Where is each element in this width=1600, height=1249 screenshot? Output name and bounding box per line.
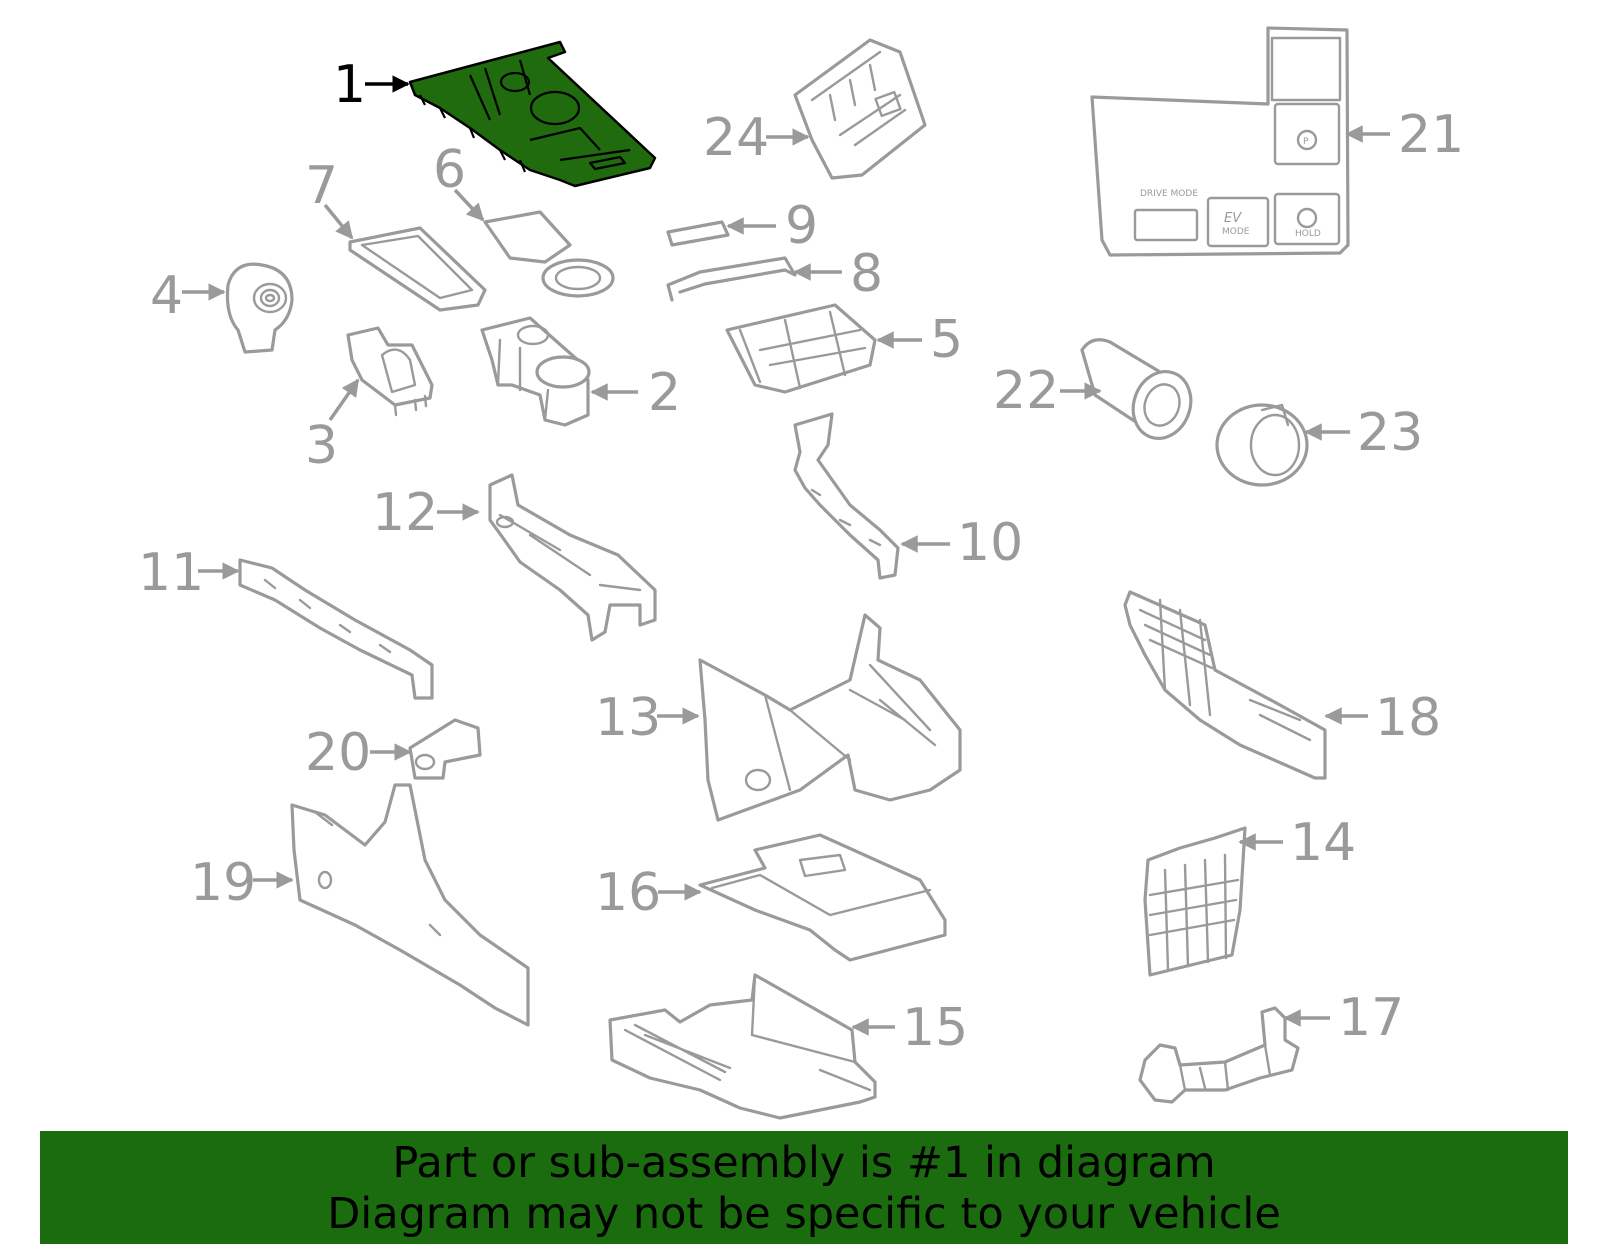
callout-label-19: 19 [190,853,256,913]
callout-14: 14 [1238,813,1356,873]
callout-17: 17 [1283,988,1404,1048]
callout-21: 21 [1345,105,1464,165]
part-14-side-grille[interactable] [1143,826,1247,977]
part-9-small-trim[interactable] [666,220,730,247]
callout-label-12: 12 [372,483,438,543]
part-19-side-cover[interactable] [290,783,530,1027]
callout-15: 15 [851,998,968,1058]
drive-mode-label: DRIVE MODE [1140,189,1198,199]
callout-label-8: 8 [850,244,883,304]
part-13-console-body[interactable] [698,613,962,822]
part-3-shift-bezel[interactable] [346,326,434,417]
banner-line-2: Diagram may not be specific to your vehi… [327,1189,1281,1239]
part-1-console-panel[interactable] [408,40,657,188]
callout-12: 12 [372,483,480,543]
callout-label-23: 23 [1357,403,1423,463]
callout-label-17: 17 [1338,988,1404,1048]
callout-22: 22 [993,361,1102,421]
part-5-storage-box[interactable] [725,303,877,394]
callout-10: 10 [900,513,1023,573]
callout-20: 20 [305,723,412,783]
parts-diagram: 1 24 DRIVE MODE EV MODE HOLD P 21 7 [138,26,1464,1120]
callout-label-20: 20 [305,723,371,783]
callout-label-24: 24 [703,108,769,168]
callout-16: 16 [595,863,702,923]
callout-24: 24 [703,108,810,168]
callout-label-13: 13 [595,688,661,748]
part-8-bracket[interactable] [666,256,797,302]
parking-symbol: P [1303,137,1309,147]
callout-label-5: 5 [930,310,963,370]
callout-2: 2 [590,363,681,423]
part-16-tray-liner[interactable] [698,833,947,962]
callout-5: 5 [876,310,963,370]
part-20-clip[interactable] [408,718,482,780]
callout-3: 3 [305,378,360,476]
callout-label-1: 1 [333,55,366,115]
part-15-base-tray[interactable] [608,973,877,1120]
part-11-side-bracket[interactable] [238,558,434,700]
callout-9: 9 [726,196,818,256]
callout-label-16: 16 [595,863,661,923]
callout-19: 19 [190,853,294,913]
ev-label: EV [1224,211,1242,226]
callout-18: 18 [1324,688,1441,748]
callout-label-9: 9 [785,196,818,256]
callout-label-2: 2 [648,363,681,423]
callout-label-4: 4 [150,266,183,326]
callout-label-7: 7 [305,156,338,216]
part-10-bracket-wiring[interactable] [793,412,900,580]
callout-23: 23 [1304,403,1423,463]
callout-label-14: 14 [1290,813,1356,873]
callout-label-11: 11 [138,543,204,603]
part-6-cup-mat[interactable] [483,210,615,298]
part-4-shift-knob[interactable] [225,262,294,354]
part-23-outlet-socket[interactable] [1215,403,1309,487]
callout-label-15: 15 [902,998,968,1058]
part-7-tray-mat[interactable] [348,226,487,312]
part-24-switch-unit[interactable] [793,38,927,180]
callout-label-10: 10 [957,513,1023,573]
callout-label-3: 3 [305,416,338,476]
callout-7: 7 [305,156,354,240]
callout-4: 4 [150,266,226,326]
part-21-control-panel[interactable]: DRIVE MODE EV MODE HOLD P [1090,26,1350,257]
part-2-cup-holder[interactable] [480,316,591,427]
callout-6: 6 [433,140,485,222]
callout-11: 11 [138,543,240,603]
callout-label-18: 18 [1375,688,1441,748]
callout-label-21: 21 [1398,105,1464,165]
banner-line-1: Part or sub-assembly is #1 in diagram [392,1138,1216,1188]
callout-label-22: 22 [993,361,1059,421]
part-12-console-bracket[interactable] [488,473,657,642]
part-17-rear-bracket[interactable] [1138,1006,1300,1104]
part-18-side-panel[interactable] [1123,590,1327,780]
callout-label-6: 6 [433,140,466,200]
part-22-power-outlet[interactable] [1080,338,1200,447]
callout-13: 13 [595,688,700,748]
notice-banner: Part or sub-assembly is #1 in diagram Di… [40,1131,1568,1244]
ev-mode-label: MODE [1222,227,1250,237]
callout-1: 1 [333,55,410,115]
hold-label: HOLD [1295,229,1321,239]
callout-8: 8 [793,244,883,304]
